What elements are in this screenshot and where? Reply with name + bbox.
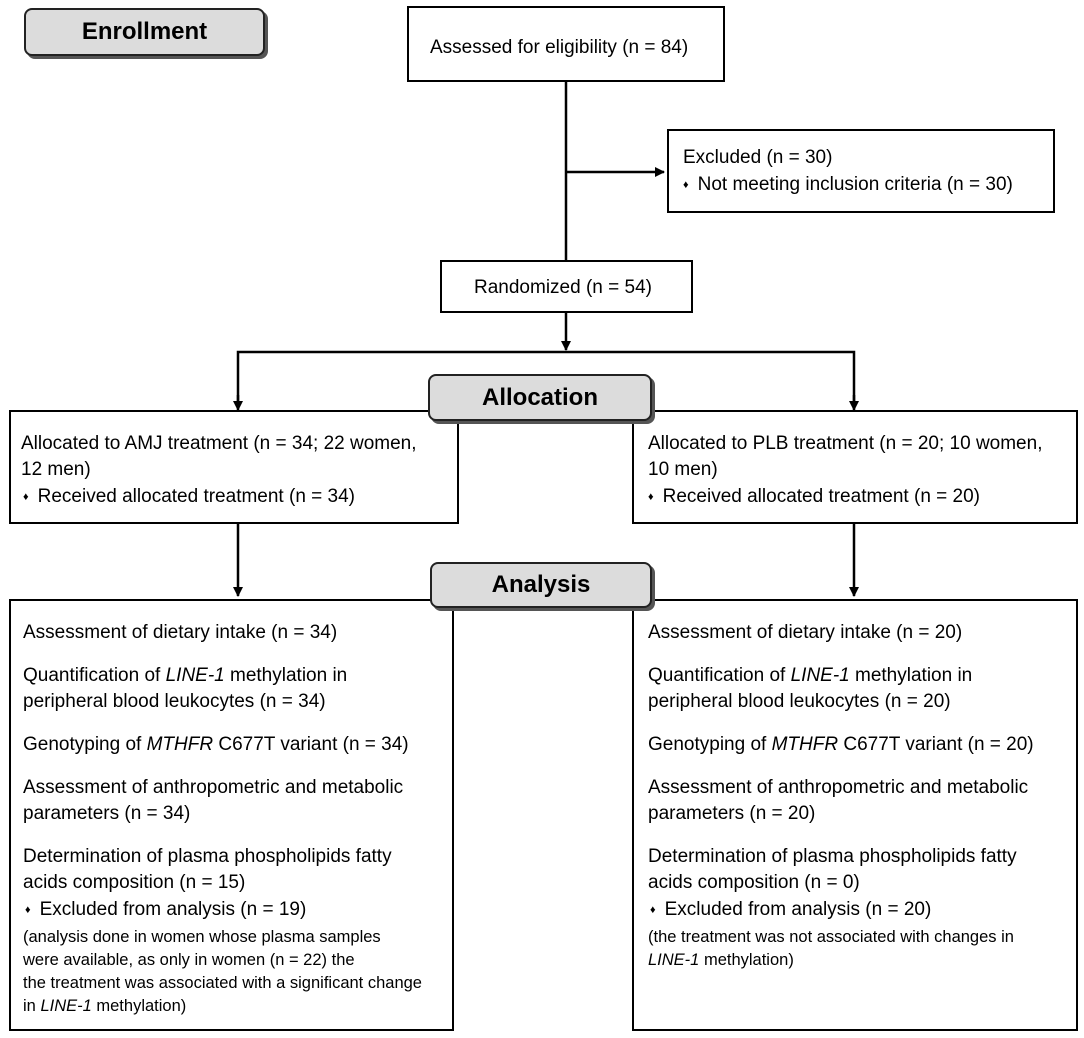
amj-note-1: (analysis done in women whose plasma sam… xyxy=(23,928,381,946)
amj-line1-a: Quantification of LINE-1 methylation in xyxy=(23,665,348,686)
plb-dietary: Assessment of dietary intake (n = 20) xyxy=(648,622,963,643)
amj-note-3: the treatment was associated with a sign… xyxy=(23,974,422,992)
amj-note-4: in LINE-1 methylation) xyxy=(23,997,187,1015)
amj-anthro-b: parameters (n = 34) xyxy=(23,803,191,824)
plb-excluded: ♦Excluded from analysis (n = 20) xyxy=(650,899,932,920)
amj-dietary: Assessment of dietary intake (n = 34) xyxy=(23,622,338,643)
amj-allocation-line2: 12 men) xyxy=(21,459,91,480)
plb-fatty-a: Determination of plasma phospholipids fa… xyxy=(648,846,1017,867)
amj-note-2: were available, as only in women (n = 22… xyxy=(23,951,355,969)
amj-fatty-a: Determination of plasma phospholipids fa… xyxy=(23,846,392,867)
plb-note-2: LINE-1 methylation) xyxy=(648,951,794,969)
randomized-text: Randomized (n = 54) xyxy=(474,277,652,298)
plb-allocation-box: Allocated to PLB treatment (n = 20; 10 w… xyxy=(632,410,1078,524)
plb-anthro-a: Assessment of anthropometric and metabol… xyxy=(648,777,1029,798)
allocation-label: Allocation xyxy=(428,374,652,421)
excluded-box: Excluded (n = 30) ♦Not meeting inclusion… xyxy=(667,129,1055,213)
plb-anthro-b: parameters (n = 20) xyxy=(648,803,816,824)
plb-line1-a: Quantification of LINE-1 methylation in xyxy=(648,665,973,686)
enrollment-label: Enrollment xyxy=(24,8,265,56)
plb-allocation-line1: Allocated to PLB treatment (n = 20; 10 w… xyxy=(648,433,1043,454)
amj-fatty-b: acids composition (n = 15) xyxy=(23,872,246,893)
assessed-box: Assessed for eligibility (n = 84) xyxy=(407,6,725,82)
analysis-label: Analysis xyxy=(430,562,652,608)
amj-analysis-box: Assessment of dietary intake (n = 34) Qu… xyxy=(9,599,454,1031)
amj-allocation-item: ♦Received allocated treatment (n = 34) xyxy=(23,486,355,507)
amj-excluded: ♦Excluded from analysis (n = 19) xyxy=(25,899,307,920)
assessed-text: Assessed for eligibility (n = 84) xyxy=(430,37,689,58)
amj-line1-b: peripheral blood leukocytes (n = 34) xyxy=(23,691,326,712)
amj-genotyping: Genotyping of MTHFR C677T variant (n = 3… xyxy=(23,734,409,755)
amj-allocation-box: Allocated to AMJ treatment (n = 34; 22 w… xyxy=(9,410,459,524)
split-line xyxy=(236,350,856,406)
plb-allocation-line2: 10 men) xyxy=(648,459,718,480)
plb-analysis-box: Assessment of dietary intake (n = 20) Qu… xyxy=(632,599,1078,1031)
plb-genotyping: Genotyping of MTHFR C677T variant (n = 2… xyxy=(648,734,1034,755)
plb-fatty-b: acids composition (n = 0) xyxy=(648,872,860,893)
plb-note-1: (the treatment was not associated with c… xyxy=(648,928,1014,946)
amj-anthro-a: Assessment of anthropometric and metabol… xyxy=(23,777,404,798)
amj-allocation-line1: Allocated to AMJ treatment (n = 34; 22 w… xyxy=(21,433,417,454)
excluded-title: Excluded (n = 30) xyxy=(683,147,833,168)
randomized-box: Randomized (n = 54) xyxy=(440,260,693,313)
excluded-item: ♦Not meeting inclusion criteria (n = 30) xyxy=(683,174,1013,195)
plb-allocation-item: ♦Received allocated treatment (n = 20) xyxy=(648,486,980,507)
plb-line1-b: peripheral blood leukocytes (n = 20) xyxy=(648,691,951,712)
